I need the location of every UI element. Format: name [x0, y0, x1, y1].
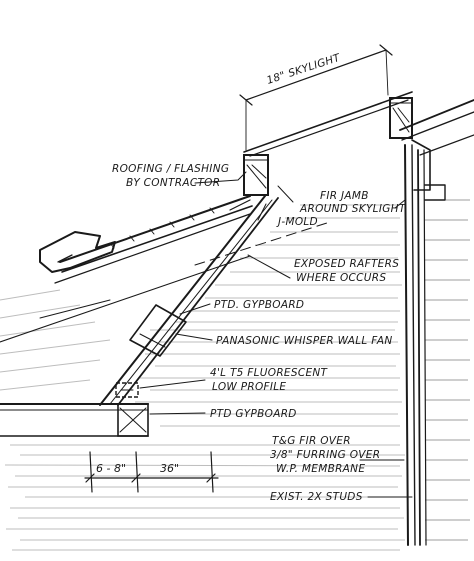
shaft-walls	[99, 195, 279, 406]
gutter-detail	[39, 231, 116, 273]
ptd-gypboard-upper-label: PTD. GYPBOARD	[214, 299, 304, 311]
fan-label: PANASONIC WHISPER WALL FAN	[216, 335, 393, 347]
tg-fir-label-line2: 3/8" FURRING OVER	[270, 449, 380, 461]
j-mold-label: J-MOLD	[276, 216, 318, 228]
exposed-rafters-label-line2: WHERE OCCURS	[296, 272, 386, 284]
ceiling-lines	[0, 221, 331, 343]
skylight-curb	[239, 44, 413, 196]
exterior-wall	[404, 139, 446, 546]
ptd-gypboard-lower-label: PTD GYPBOARD	[210, 408, 297, 420]
exposed-rafters-label-line1: EXPOSED RAFTERS	[294, 258, 399, 270]
light-label-line1: 4'L T5 FLUORESCENT	[210, 367, 329, 379]
floor-beam	[0, 382, 149, 437]
bottom-dimensions	[84, 451, 219, 493]
fir-jamb-label-line2: AROUND SKYLIGHT	[299, 203, 407, 215]
leader-lines	[139, 171, 413, 498]
dimension-right-label: 36"	[160, 462, 179, 475]
studs-label: EXIST. 2X STUDS	[270, 491, 363, 503]
tg-fir-label-line1: T&G FIR OVER	[272, 435, 351, 447]
fir-jamb-label-line1: FIR JAMB	[320, 190, 369, 202]
tg-fir-label-line3: W.P. MEMBRANE	[276, 463, 365, 475]
roofing-label-line2: BY CONTRACTOR	[126, 177, 220, 189]
light-label-line2: LOW PROFILE	[212, 381, 286, 393]
background-hatching	[0, 199, 470, 551]
roofing-label-line1: ROOFING / FLASHING	[112, 163, 229, 175]
dimension-left-label: 6 - 8"	[96, 462, 126, 475]
